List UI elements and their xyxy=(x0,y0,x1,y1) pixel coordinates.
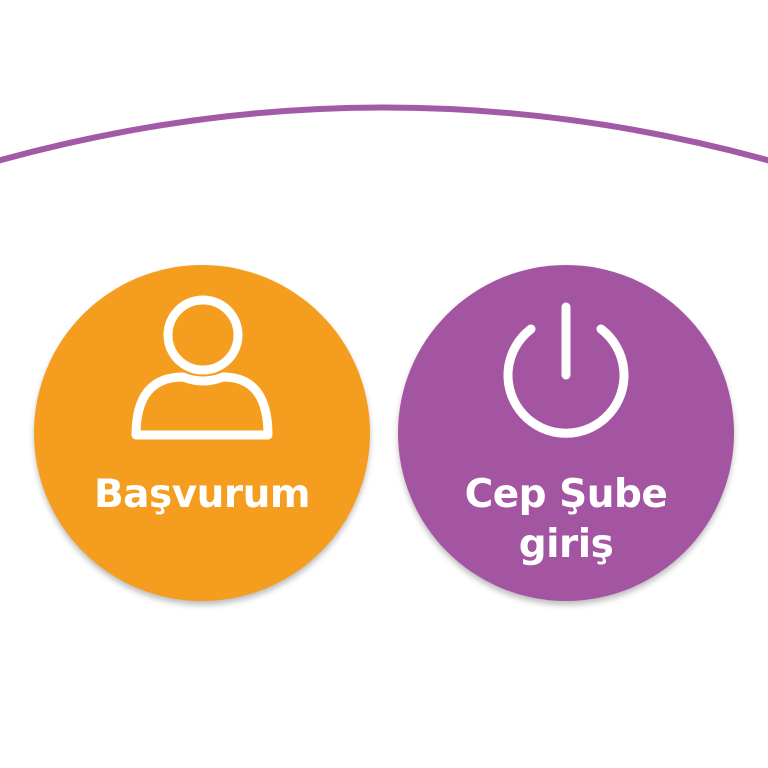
basvurum-button[interactable]: Başvurum xyxy=(34,265,370,601)
basvurum-label: Başvurum xyxy=(93,472,311,517)
power-icon xyxy=(503,302,629,438)
cep-sube-giris-button[interactable]: Cep Şube giriş xyxy=(398,265,734,601)
cep-sube-label-line2: giriş xyxy=(518,522,614,567)
cep-sube-label-line1: Cep Şube xyxy=(464,472,668,517)
user-icon xyxy=(131,295,273,440)
cep-sube-giris-label: Cep Şube giriş xyxy=(398,470,734,570)
